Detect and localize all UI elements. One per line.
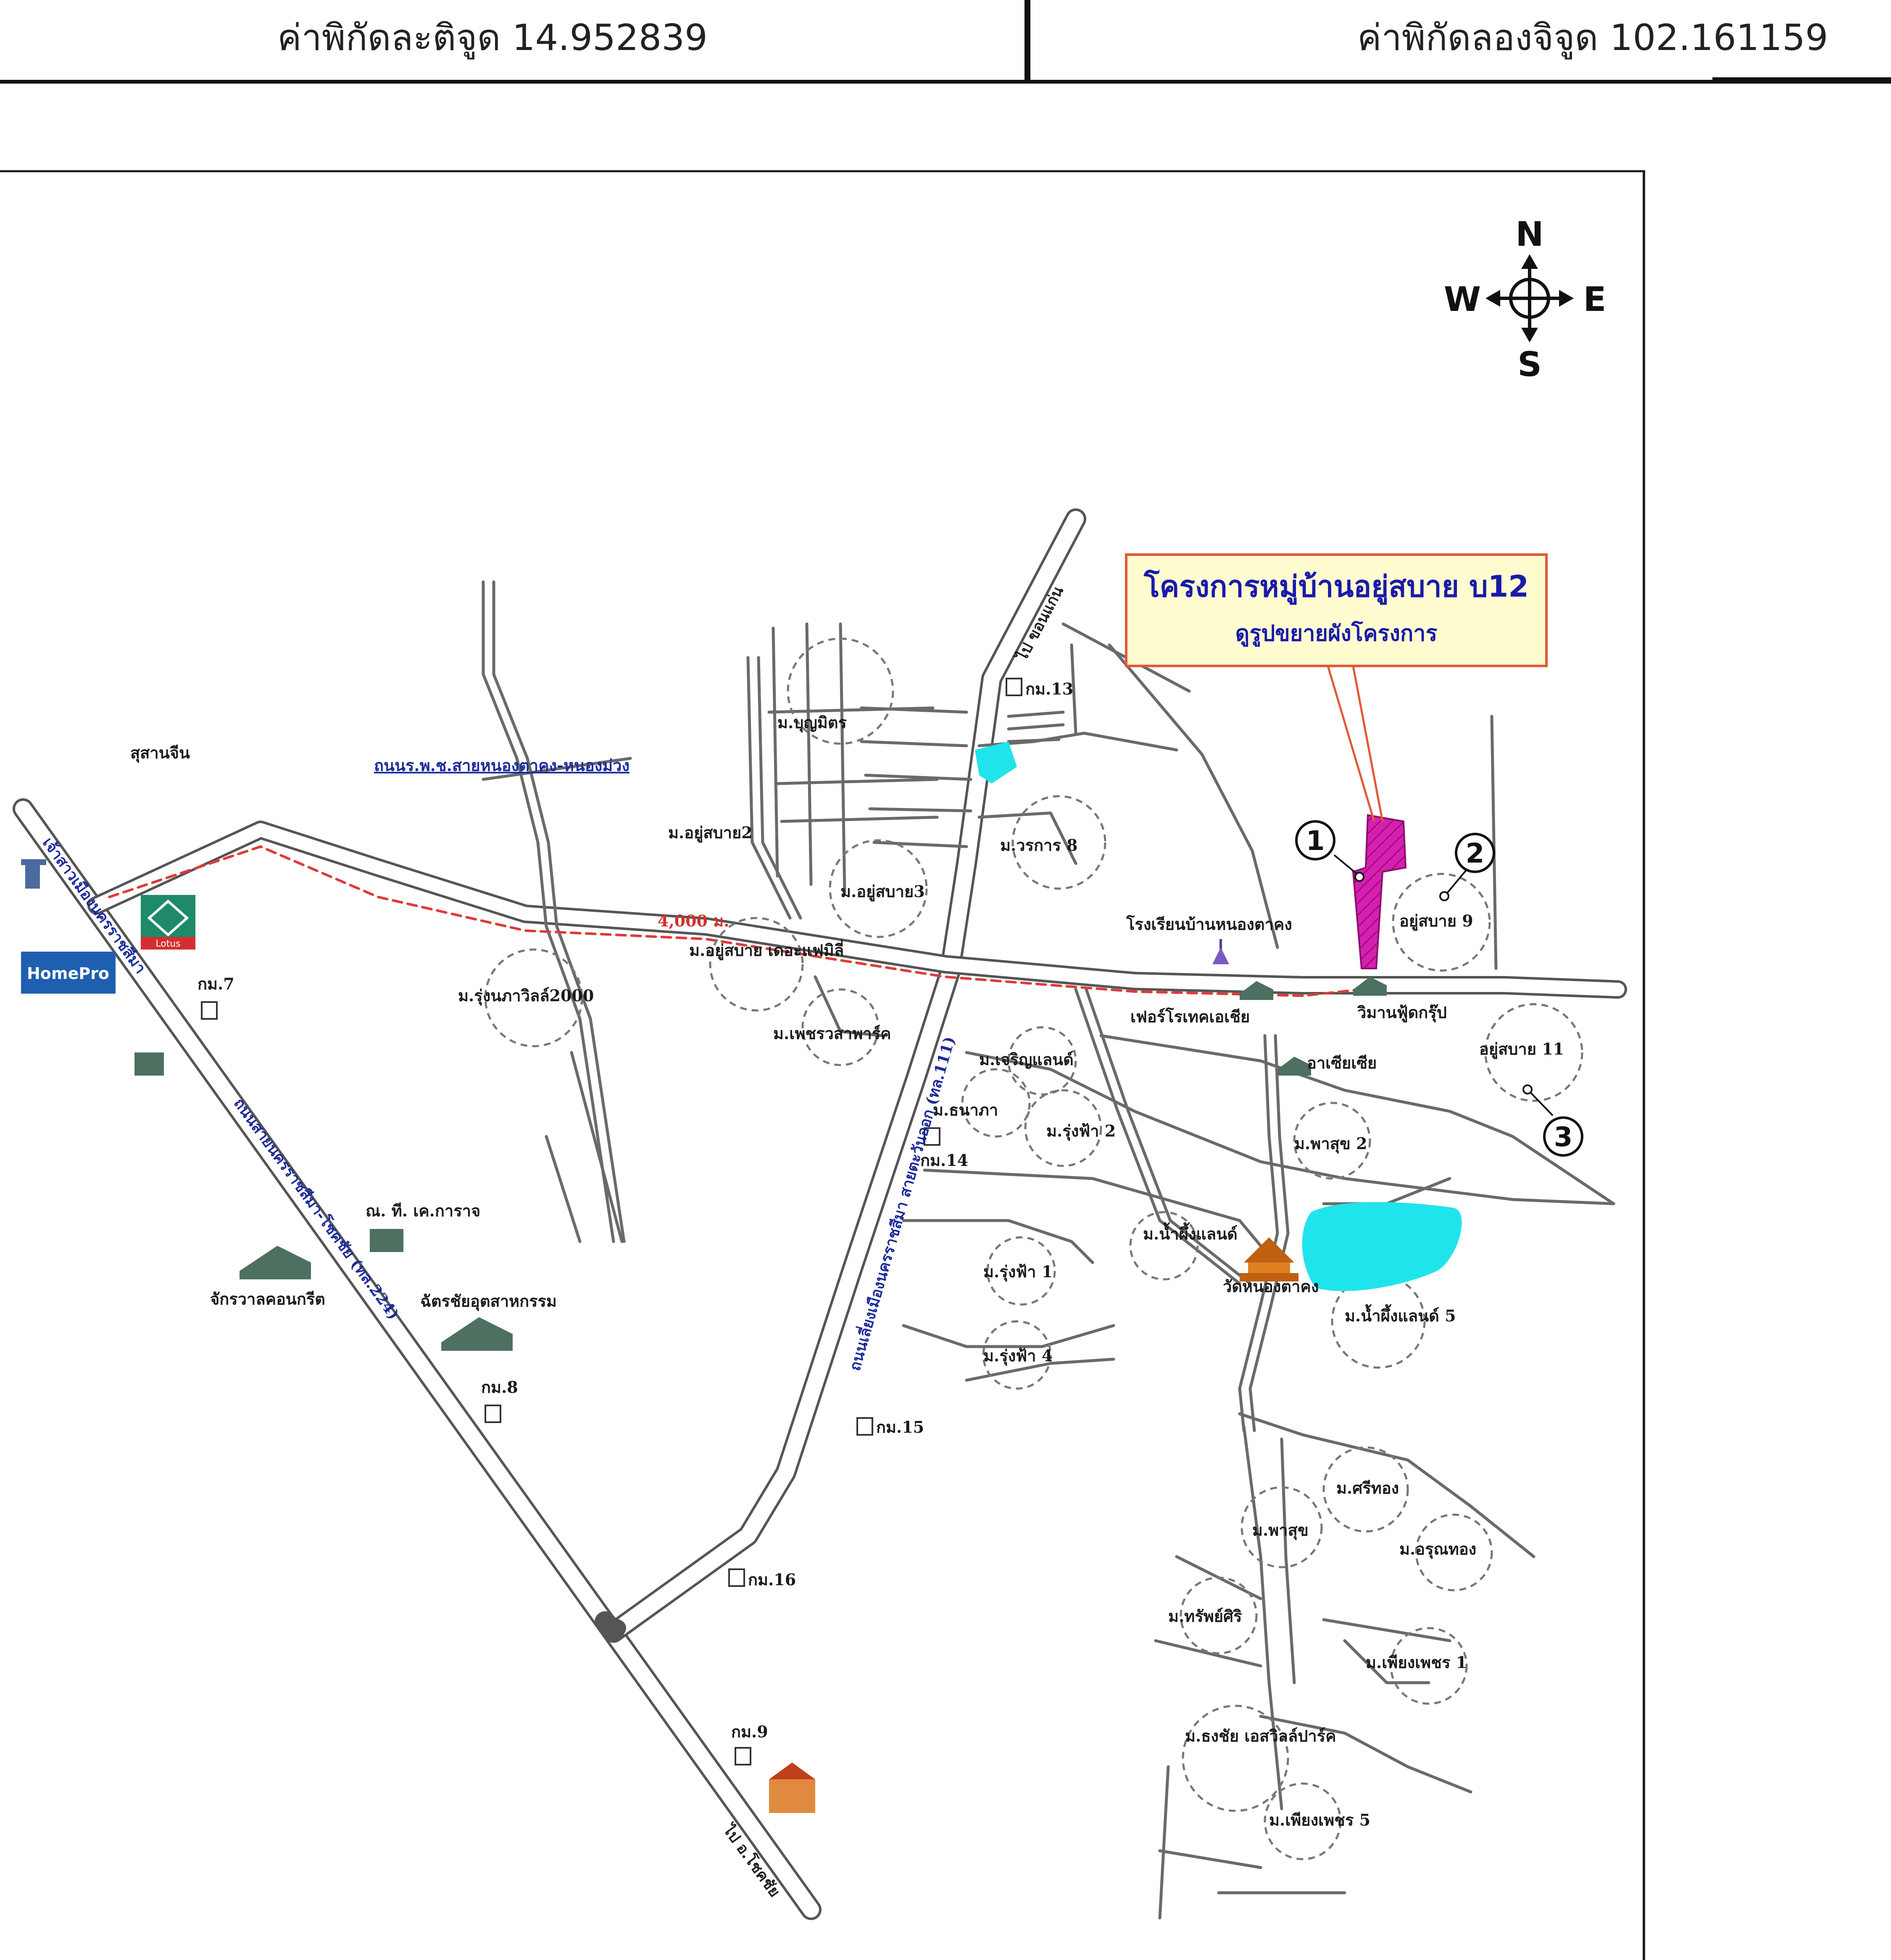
marker-2[interactable]: 2 [1439, 833, 1495, 901]
label-arsia: อาเซียเซีย [1307, 1053, 1377, 1072]
label-m-rungfa2: ม.รุ่งฟ้า 2 [1046, 1121, 1116, 1141]
map-frame: โครงการหมู่บ้านอยู่สบาย บ12 ดูรูปขยายผัง… [0, 170, 1645, 1960]
label-m-sc-park: ม.ธงชัย เอสวิลล์ปาร์ค [1185, 1726, 1336, 1745]
coordinate-header: ค่าพิกัดละติจูด 14.952839 ค่าพิกัดลองจิจ… [0, 0, 1891, 84]
project-callout[interactable]: โครงการหมู่บ้านอยู่สบาย บ12 ดูรูปขยายผัง… [1125, 553, 1548, 822]
road-network [13, 508, 1627, 1920]
label-m-phiangphet1: ม.เพียงเพชร 1 [1366, 1653, 1467, 1672]
label-m-namphueng5: ม.น้ำผึ้งแลนด์ 5 [1345, 1304, 1456, 1325]
compass-e: E [1583, 280, 1607, 319]
label-jaktaw: จักรวาลคอนกรีต [210, 1289, 325, 1308]
marker-1[interactable]: 1 [1295, 820, 1364, 882]
lotus-label: Lotus [155, 939, 180, 949]
label-km16: กม.16 [748, 1570, 796, 1589]
marker-2-label: 2 [1466, 838, 1485, 869]
label-school: โรงเรียนบ้านหนองตาคง [1126, 915, 1292, 934]
label-km13: กม.13 [1025, 679, 1073, 698]
label-wat: วัดหนองตาคง [1223, 1277, 1319, 1296]
label-m-petchwasa: ม.เพชรวสาพาร์ค [773, 1024, 891, 1043]
connector-road [597, 1613, 626, 1636]
compass-n: N [1516, 215, 1544, 254]
lotus-icon: Lotus [141, 895, 195, 950]
label-sukhanchin: สุสานจีน [130, 743, 190, 763]
label-m-namphueng: ม.น้ำผึ้งแลนด์ [1143, 1222, 1238, 1243]
label-m-srithong: ม.ศรีทอง [1336, 1479, 1399, 1497]
temple-icon [1240, 1237, 1298, 1281]
km-posts [201, 678, 1022, 1765]
label-m-rungfa1: ม.รุ่งฟ้า 1 [983, 1262, 1053, 1282]
label-m-rungrawee: ม.รุ่งนภาวิลล์2000 [458, 986, 594, 1006]
location-map[interactable]: โครงการหมู่บ้านอยู่สบาย บ12 ดูรูปขยายผัง… [0, 172, 1643, 1954]
latitude-label: ค่าพิกัดละติจูด 14.952839 [277, 17, 708, 59]
label-m-phasuk2: ม.พาสุข 2 [1294, 1134, 1367, 1154]
label-m-yoosabai-tf: ม.อยู่สบาย เดอะแฟมิลี่ [689, 939, 844, 960]
label-m-chaicharoen: ม.เจริญแลนด์ [979, 1050, 1074, 1069]
label-road-blue-top: ถนนร.พ.ช.สายหนองตาคง-หนองม่วง [374, 756, 629, 775]
label-km9: กม.9 [731, 1722, 768, 1741]
callout-subtitle: ดูรูปขยายผังโครงการ [1235, 620, 1438, 647]
homepro-icon: HomePro [21, 952, 116, 994]
label-km7: กม.7 [198, 974, 234, 993]
label-km15: กม.15 [876, 1418, 924, 1436]
compass-rose: N S W E [1444, 215, 1606, 384]
marker-1-label: 1 [1306, 826, 1325, 857]
label-vimanfood: วิมานฟู้ดกรุ๊ป [1357, 1003, 1446, 1023]
label-yoosabai11: อยู่สบาย 11 [1479, 1039, 1564, 1059]
label-yoosabai9: อยู่สบาย 9 [1399, 911, 1473, 931]
label-m-thanapat: ม.ธนาภา [933, 1100, 998, 1119]
longitude-label: ค่าพิกัดลองจิจูด 102.161159 [1357, 17, 1828, 59]
homepro-label: HomePro [27, 964, 109, 983]
marker-3-label: 3 [1554, 1122, 1573, 1153]
label-m-sapsiri: ม.ทรัพย์ศิริ [1168, 1607, 1242, 1626]
label-bp-factory: ณ. ที. เค.การาจ [366, 1201, 480, 1220]
village-circles [484, 637, 1583, 1860]
label-km14: กม.14 [920, 1151, 968, 1170]
label-m-yoosabai3: ม.อยู่สบาย3 [840, 882, 925, 902]
header-underline [1712, 77, 1891, 82]
header-divider [1025, 0, 1030, 80]
secondary-roads [482, 580, 1615, 1920]
project-site[interactable] [1352, 814, 1407, 969]
marker-3[interactable]: 3 [1522, 1084, 1583, 1157]
callout-title: โครงการหมู่บ้านอยู่สบาย บ12 [1143, 569, 1529, 605]
label-m-arunthong: ม.อรุณทอง [1399, 1539, 1476, 1559]
label-m-wararat8: ม.วรการ 8 [1000, 836, 1077, 855]
label-ferro: เฟอร์โรเทคเอเชีย [1130, 1007, 1250, 1026]
compass-w: W [1444, 280, 1481, 319]
lake [1302, 1202, 1462, 1291]
label-m-phasuk: ม.พาสุข [1252, 1521, 1309, 1540]
main-ew-road [87, 821, 1627, 999]
factory-icons [134, 977, 1387, 1351]
label-km8: กม.8 [481, 1378, 518, 1397]
label-m-yoosabai2: ม.อยู่สบาย2 [668, 823, 753, 843]
label-m-rungfa4: ม.รุ่งฟ้า 4 [983, 1346, 1053, 1366]
label-m-boonmitra: ม.บุญมิตร [777, 713, 847, 733]
compass-s: S [1517, 345, 1542, 384]
label-industrial: ฉัตรชัยอุตสาหกรรม [420, 1292, 557, 1311]
highway-224 [13, 798, 822, 1920]
distance-route [108, 845, 1363, 997]
label-m-phiangphet5: ม.เพียงเพชร 5 [1269, 1810, 1370, 1829]
small-pond [975, 742, 1017, 784]
gas-station-south-icon [769, 1763, 815, 1813]
gas-station-icon [21, 859, 46, 889]
label-road-center: ถนนเลี่ยงเมืองนครราชสีมา สายตะวันออก (ทล… [844, 1034, 959, 1373]
school-icon [1212, 939, 1229, 964]
label-distance: 4,000 ม. [658, 911, 730, 930]
